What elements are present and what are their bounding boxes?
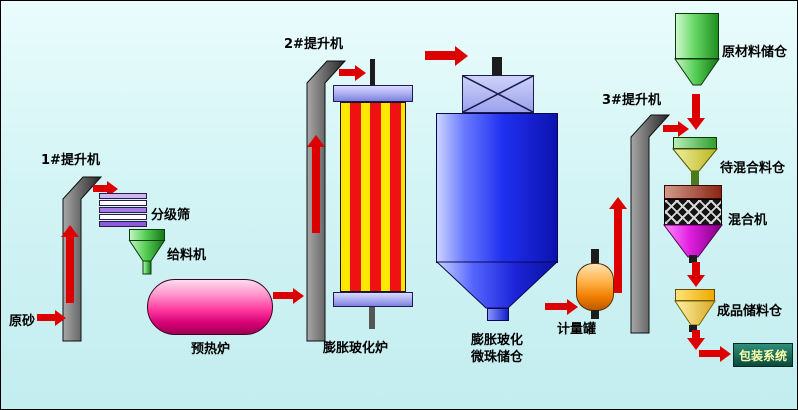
premix-silo-rim xyxy=(673,137,717,149)
label-classifier-screen: 分级筛 xyxy=(151,208,191,223)
label-bead-silo-line1: 膨胀玻化 xyxy=(470,333,523,348)
premix-cone-shape xyxy=(671,148,719,172)
metering-tank-bottom-stem xyxy=(591,310,599,319)
label-raw-sand: 原砂 xyxy=(9,314,36,329)
arrow-preheater-to-elevator2 xyxy=(273,292,293,299)
arrow-rawsilo-to-premix xyxy=(692,94,700,118)
raw-material-silo-body xyxy=(675,13,719,59)
classifier-screen xyxy=(99,193,147,227)
furnace-bottom-cap xyxy=(333,292,413,307)
feeder-outlet xyxy=(142,260,152,275)
feeder-cone xyxy=(128,240,166,262)
furnace-chimney xyxy=(370,59,375,86)
product-silo-rim xyxy=(675,289,715,301)
arrow-up-to-elevator3 xyxy=(614,209,622,293)
arrow-furnace-to-silo xyxy=(425,51,455,60)
silo-outlet xyxy=(487,308,509,321)
feeder-hopper xyxy=(128,229,166,275)
mixer-outlet xyxy=(689,255,697,263)
silo-cone-shape xyxy=(435,261,559,309)
silo-vent xyxy=(492,57,502,75)
packaging-system-box: 包装系统 xyxy=(733,343,793,367)
label-premix-silo: 待混合料仓 xyxy=(720,161,786,176)
metering-tank-top-stem xyxy=(591,249,599,264)
arrow-up-elevator1 xyxy=(66,237,74,303)
label-packaging-system: 包装系统 xyxy=(738,348,787,363)
screen-tray xyxy=(99,207,147,213)
screen-tray xyxy=(99,193,147,199)
arrow-product-down xyxy=(692,330,700,338)
arrow-silo-to-metering xyxy=(545,303,567,310)
preheating-furnace xyxy=(147,279,273,335)
label-elevator1: 1#提升机 xyxy=(41,153,100,168)
screen-tray xyxy=(99,221,147,227)
arrow-elevator3-to-premix xyxy=(663,125,678,132)
premix-silo-cone xyxy=(671,148,719,172)
label-preheating-furnace: 预热炉 xyxy=(191,342,231,357)
arrow-elevator2-to-furnace xyxy=(339,69,355,76)
premix-silo-outlet xyxy=(691,171,699,185)
label-elevator2: 2#提升机 xyxy=(284,37,343,52)
label-raw-material-silo: 原材料储仓 xyxy=(722,45,788,60)
label-mixer: 混合机 xyxy=(728,213,768,228)
label-product-silo: 成品储料仓 xyxy=(717,304,783,319)
arrow-raw-sand-to-elevator1 xyxy=(37,314,55,321)
expansion-furnace-body xyxy=(340,102,406,292)
feeder-rim xyxy=(129,229,165,241)
product-silo-cone xyxy=(674,300,716,326)
arrow-into-packaging xyxy=(699,350,720,357)
bead-silo-cone xyxy=(435,261,559,309)
product-silo-outlet xyxy=(689,325,697,332)
arrow-mixer-to-product xyxy=(692,262,700,275)
elevator-3-body xyxy=(630,114,671,334)
bead-silo-body xyxy=(436,113,558,263)
silo-top-box xyxy=(462,75,534,113)
screen-tray xyxy=(99,214,147,220)
label-expansion-furnace: 膨胀玻化炉 xyxy=(323,341,389,356)
mixer-lattice xyxy=(664,199,722,225)
mixer-cone-shape xyxy=(663,224,723,258)
arrow-up-elevator2 xyxy=(312,147,320,233)
arrow-elevator1-to-screen xyxy=(93,185,107,192)
elevator-2-body xyxy=(306,60,347,342)
elevator-3 xyxy=(630,114,671,334)
mixer-top-band xyxy=(664,185,722,199)
raw-silo-cone-shape xyxy=(674,58,720,86)
metering-tank xyxy=(576,263,614,311)
furnace-top-cap xyxy=(333,85,413,102)
cross-line xyxy=(463,76,533,112)
label-bead-silo-line2: 微珠储仓 xyxy=(470,350,523,365)
label-elevator3: 3#提升机 xyxy=(602,93,661,108)
mixer-cone xyxy=(663,224,723,258)
elevator-2 xyxy=(306,60,347,342)
raw-material-silo-cone xyxy=(674,58,720,86)
label-feeder: 给料机 xyxy=(167,248,207,263)
screen-tray xyxy=(99,200,147,206)
silo-top-cross xyxy=(463,76,533,112)
product-cone-shape xyxy=(674,300,716,326)
label-bead-silo: 膨胀玻化 微珠储仓 xyxy=(453,332,541,366)
furnace-outlet xyxy=(369,307,375,329)
label-metering-tank: 计量罐 xyxy=(557,322,597,337)
